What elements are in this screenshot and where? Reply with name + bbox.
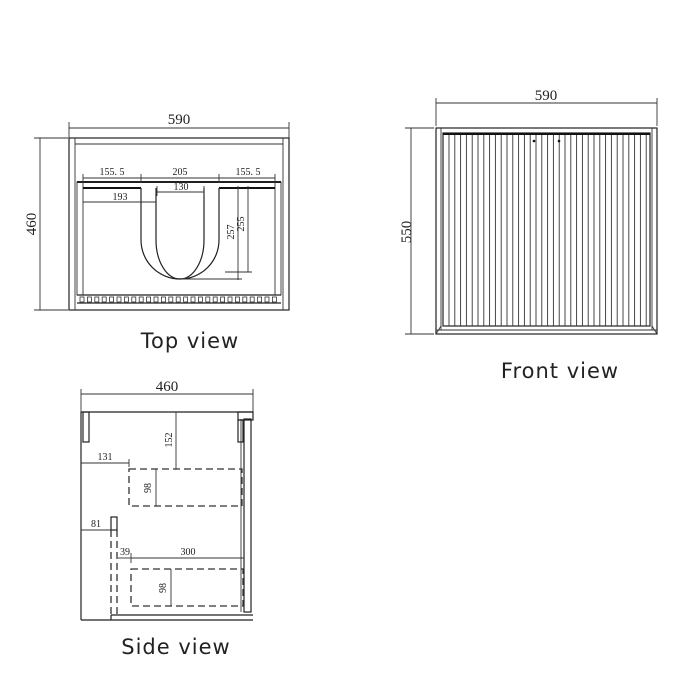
- front-view-height-dimension: 550: [399, 127, 434, 335]
- door-handle-hole-right: [557, 139, 561, 143]
- front-view-width-label: 590: [535, 88, 558, 104]
- upper-drawer-offset-label: 131: [98, 452, 113, 463]
- side-view: 460 152 131 98 81 39: [80, 379, 254, 659]
- top-view-width-label: 590: [168, 112, 191, 128]
- front-view-outline: [435, 127, 658, 335]
- basin-inner-curve: [155, 188, 205, 280]
- basin-left-offset-label: 155. 5: [100, 167, 125, 178]
- lower-drawer-length-label: 300: [181, 547, 196, 558]
- drain-gap-label: 130: [174, 182, 189, 193]
- front-view-height-label: 550: [399, 221, 415, 244]
- basin-depth-inner-label: 255: [236, 217, 247, 232]
- side-view-depth-label: 460: [156, 379, 179, 395]
- top-view-slat-strip: [79, 296, 277, 303]
- door-handle-hole-left: [532, 139, 536, 143]
- basin-right-offset-label: 155. 5: [236, 167, 261, 178]
- front-door-panel: [442, 132, 651, 327]
- lower-drawer-outline: [130, 568, 244, 607]
- side-view-depth-dimension: 460: [80, 379, 254, 412]
- upper-drawer-height-label: 98: [143, 483, 154, 493]
- front-door-slats: [448, 135, 647, 326]
- top-view-depth-label: 460: [24, 213, 40, 236]
- side-view-caption: Side view: [121, 635, 230, 659]
- top-view-depth-dimension: 460: [24, 137, 68, 311]
- front-view-width-dimension: 590: [435, 88, 658, 126]
- left-to-basin-label: 193: [113, 192, 128, 203]
- top-view-outline: [68, 137, 290, 311]
- side-door-panel: [243, 418, 252, 613]
- lower-drawer-height-label: 98: [158, 583, 169, 593]
- basin-depth-outer-label: 257: [226, 225, 237, 240]
- top-view: 590 460 155. 5: [24, 112, 290, 353]
- upper-drawer-outline: [128, 468, 243, 507]
- top-view-width-dimension: 590: [68, 112, 290, 140]
- top-view-caption: Top view: [140, 329, 239, 353]
- front-view: 590 550 Front view: [399, 88, 658, 383]
- upper-drawer-top-gap-label: 152: [164, 433, 175, 448]
- basin-width-label: 205: [173, 167, 188, 178]
- lower-drawer-offset-label: 39: [120, 547, 130, 558]
- front-view-caption: Front view: [501, 359, 619, 383]
- lower-panel-offset-label: 81: [91, 519, 101, 530]
